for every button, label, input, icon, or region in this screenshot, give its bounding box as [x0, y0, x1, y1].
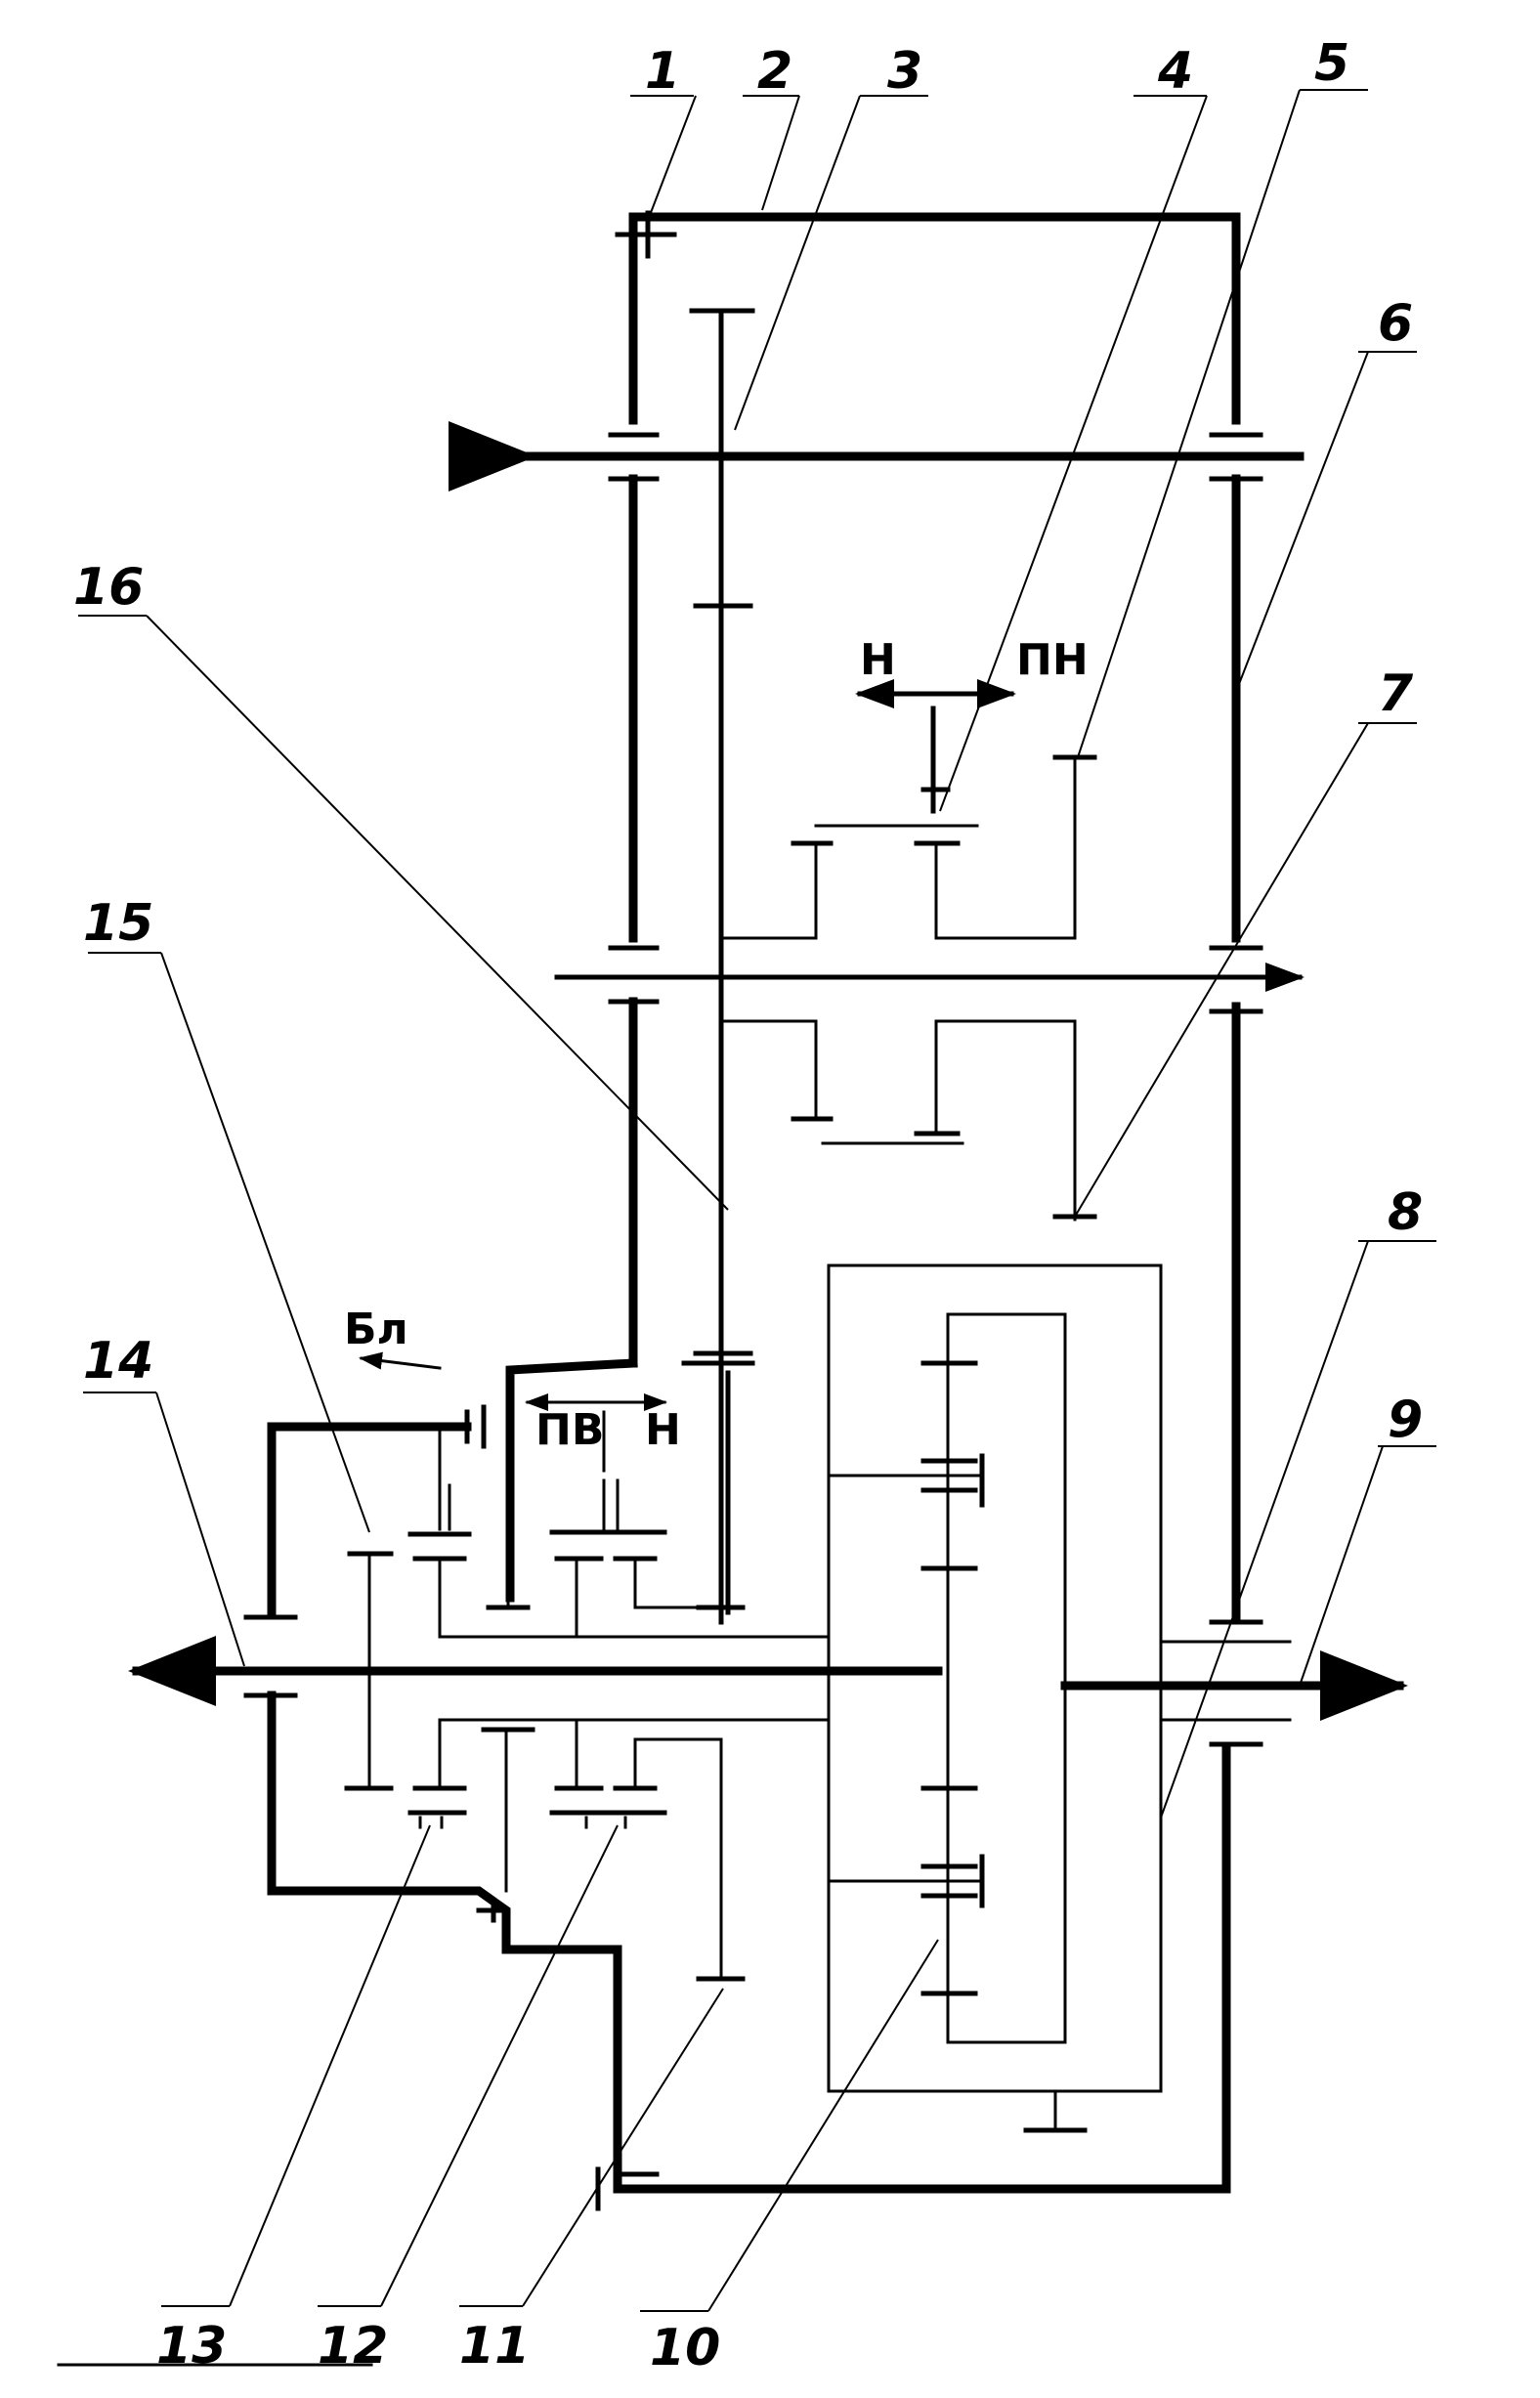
label-7: 7: [1378, 664, 1414, 723]
label-15: 15: [83, 894, 153, 953]
label-11: 11: [459, 2317, 530, 2376]
label-10: 10: [650, 2319, 720, 2377]
mark-pv: ПВ: [535, 1405, 604, 1455]
label-4: 4: [1157, 42, 1193, 101]
label-12: 12: [318, 2317, 388, 2376]
shift-marks: Н ПН Бл ПВ Н: [344, 635, 1089, 1455]
label-6: 6: [1378, 294, 1413, 353]
planetary-unit: [827, 1263, 1292, 2133]
mark-pn: ПН: [1016, 635, 1089, 685]
part-labels: 1 2 3 4 5 6 7 8 9 10 11 12 13 14 15 16: [73, 34, 1423, 2377]
label-8: 8: [1388, 1183, 1423, 1242]
bl-arrow: [359, 1351, 442, 1370]
label-1: 1: [645, 42, 680, 101]
label-2: 2: [757, 42, 792, 101]
label-9: 9: [1388, 1391, 1423, 1449]
leader-lines: [78, 89, 1436, 2312]
housing: [243, 210, 1263, 2211]
label-16: 16: [73, 558, 144, 617]
label-14: 14: [83, 1332, 153, 1391]
label-3: 3: [887, 42, 922, 101]
mark-n-low: Н: [645, 1405, 681, 1455]
label-5: 5: [1314, 34, 1349, 93]
lower-gears: [344, 1351, 831, 1982]
mark-n-top: Н: [860, 635, 896, 685]
upper-gears: [689, 308, 1097, 1625]
label-13: 13: [156, 2317, 227, 2376]
mark-bl: Бл: [344, 1305, 408, 1354]
shafts: [128, 421, 1408, 1721]
